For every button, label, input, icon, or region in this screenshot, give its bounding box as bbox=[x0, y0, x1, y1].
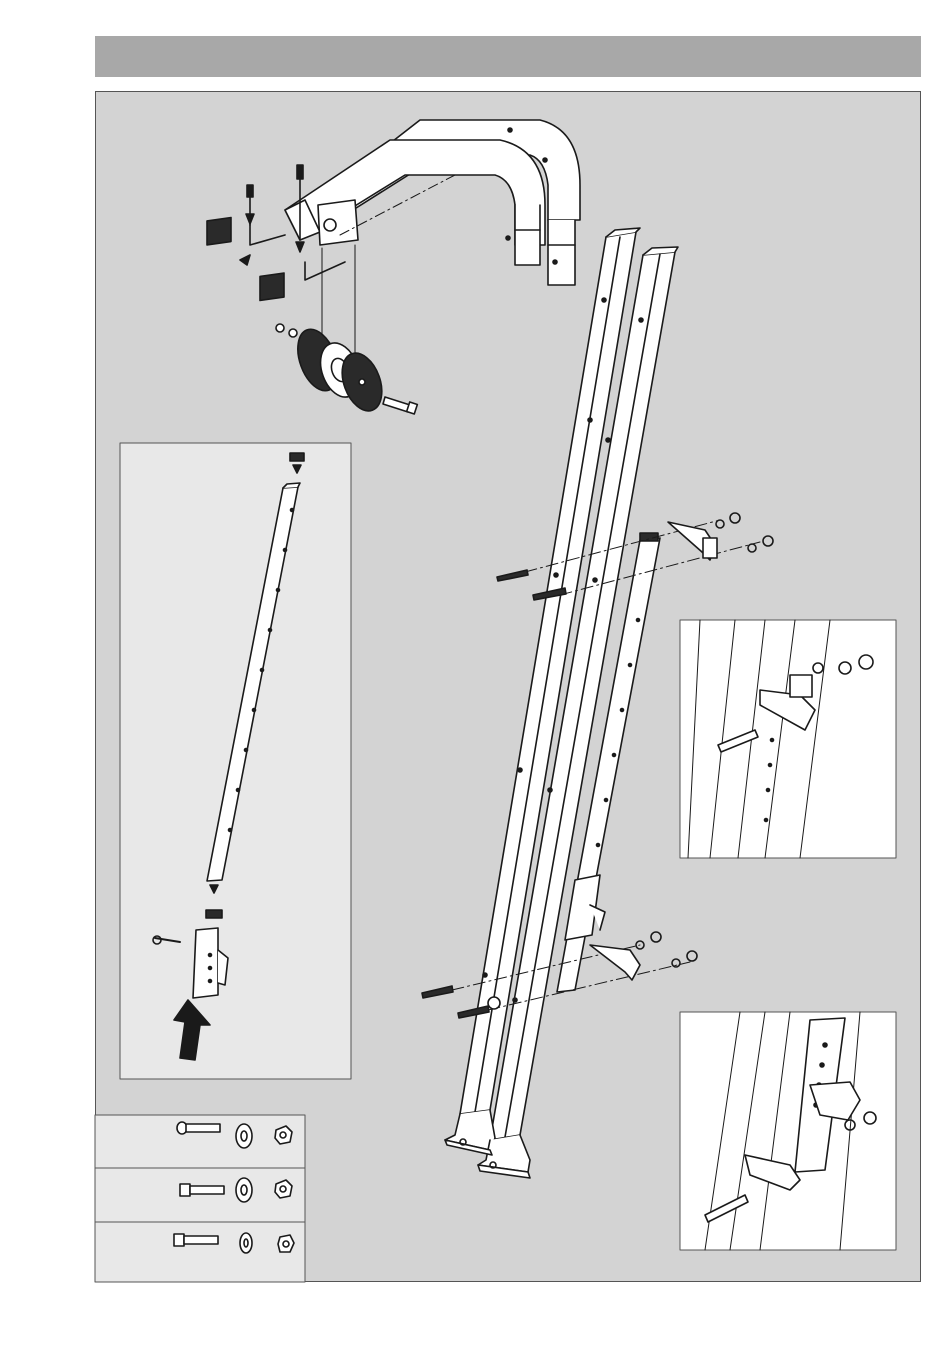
axle-bolt-icon bbox=[383, 397, 417, 414]
top-arch-frame bbox=[207, 120, 580, 416]
lock-nut-icon bbox=[275, 1180, 292, 1198]
parts-legend bbox=[95, 1115, 305, 1282]
hex-bolt-icon bbox=[174, 1234, 218, 1246]
cap-nut-icon bbox=[278, 1235, 294, 1252]
upright-insert-detail bbox=[120, 443, 351, 1079]
pulley-wheel-icon bbox=[290, 324, 389, 417]
lock-nut-icon bbox=[275, 1126, 292, 1144]
washer-icon bbox=[236, 1178, 252, 1202]
long-bolt-icon bbox=[177, 1122, 220, 1134]
hex-bolt-icon bbox=[180, 1184, 224, 1196]
upper-bracket-detail bbox=[680, 620, 896, 858]
upright-tubes bbox=[445, 228, 678, 1178]
washer-icon bbox=[240, 1233, 252, 1253]
lower-bracket-detail bbox=[680, 1012, 896, 1250]
washer-icon bbox=[236, 1124, 252, 1148]
